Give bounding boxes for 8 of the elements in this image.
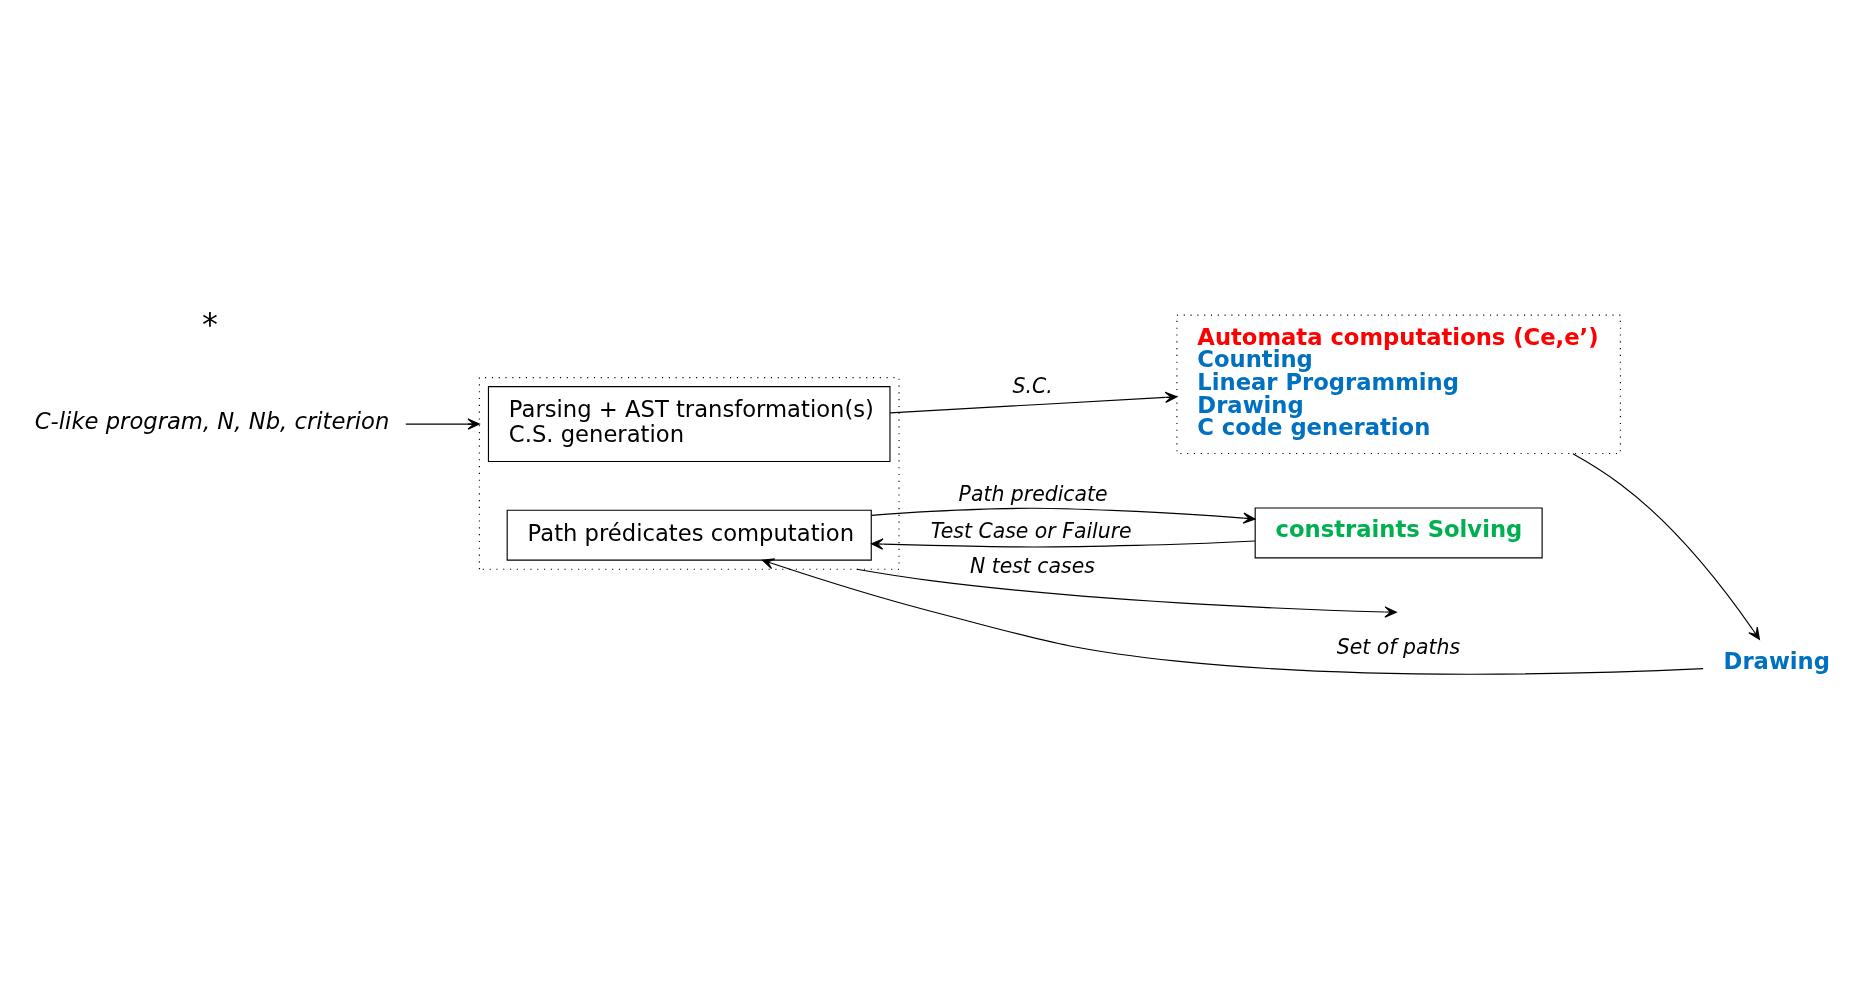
edge-label: S.C. (1011, 373, 1053, 398)
edge-label: Set of paths (1336, 634, 1460, 659)
edge-label: N test cases (969, 554, 1095, 579)
node-text: C-like program, N, Nb, criterion (34, 407, 389, 434)
node-text: Drawing (1723, 648, 1830, 675)
label: * (201, 306, 218, 343)
edge-label: Path predicate (958, 481, 1108, 506)
edge-label: Test Case or Failure (930, 518, 1132, 543)
